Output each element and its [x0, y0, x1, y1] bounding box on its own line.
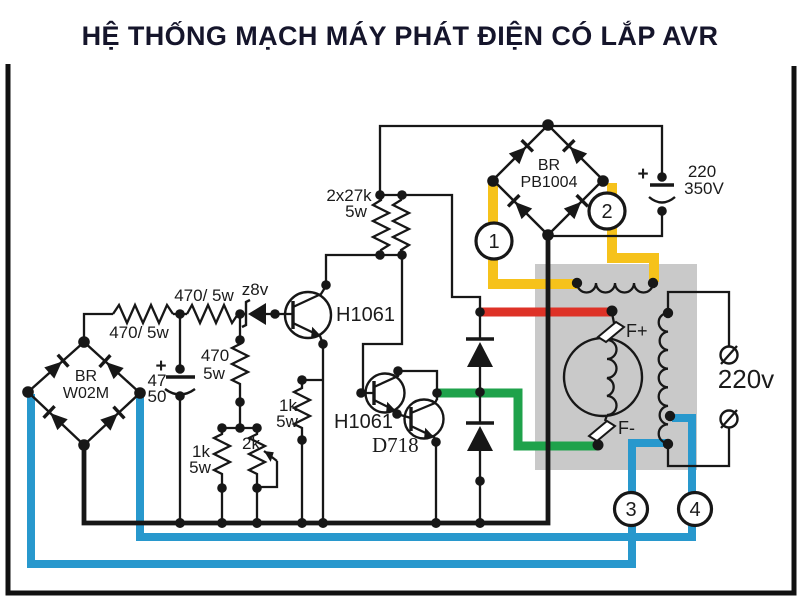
transistor-q2-h1061 [364, 372, 406, 414]
bridge2-label-1: BR [538, 157, 560, 174]
junction-dots [22, 119, 676, 528]
ground-bus [81, 235, 551, 526]
brush-f-minus [587, 419, 617, 443]
freewheel-diode-1 [466, 337, 494, 367]
resistor-27k-a [370, 195, 392, 255]
zener-label: z8v [242, 280, 269, 299]
node-4-label: 4 [689, 499, 700, 521]
q2-label: H1061 [334, 411, 393, 433]
node-markers: 1 2 3 4 [474, 191, 714, 528]
cap1-value-label-1: 47 [148, 371, 167, 390]
resistor-470v-label-1: 470 [201, 346, 229, 365]
q3-label: D718 [372, 433, 419, 457]
page-title: HỆ THỐNG MẠCH MÁY PHÁT ĐIỆN CÓ LẮP AVR [82, 19, 719, 51]
generator-internals [562, 282, 669, 445]
wiper-arrow-icon [264, 451, 274, 462]
resistor-27k-label-2: 5w [345, 202, 367, 221]
freewheel-diode-2 [466, 421, 494, 451]
node-2-label: 2 [601, 201, 612, 223]
cap2-value-label-2: 350V [684, 179, 724, 198]
q1-label: H1061 [336, 304, 395, 326]
phase-terminal-top-icon [719, 345, 739, 365]
node-1-circle [474, 221, 514, 261]
resistor-1k-left-label-1: 1k [192, 442, 210, 461]
stator-coil [657, 311, 669, 445]
transistor-q3-d718 [403, 398, 445, 440]
capacitor-220-350v [648, 183, 676, 204]
resistor-1k-5w-left [211, 428, 233, 523]
resistor-470-5w-2 [185, 302, 239, 326]
blue-wire-1 [27, 394, 668, 568]
resistor-1k-mid-label-1: 1k [279, 396, 297, 415]
resistor-470-2-label: 470/ 5w [174, 286, 234, 305]
output-voltage-label: 220v [718, 364, 774, 394]
exciter-coil [575, 282, 655, 294]
page-border [5, 64, 797, 596]
cap1-plus-label: + [155, 356, 166, 377]
f-plus-label: F+ [626, 321, 648, 341]
node-3-circle [612, 490, 650, 528]
node-4-circle [676, 490, 714, 528]
cap2-plus-label: + [637, 164, 648, 185]
resistor-27k-b [390, 195, 412, 255]
blue-wire-2 [136, 394, 696, 541]
node-1-label: 1 [488, 231, 499, 253]
bridge1-label-2: W02M [63, 385, 109, 402]
rotor-coil [606, 338, 618, 417]
node-3-label: 3 [625, 499, 636, 521]
pot-2k-label: 2k [242, 434, 260, 453]
phase-terminal-bottom-icon [719, 409, 739, 429]
potentiometer-2k [246, 428, 268, 523]
f-minus-label: F- [618, 418, 635, 438]
zener-diode-z8v [241, 298, 266, 329]
cap1-value-label-2: 50 [148, 387, 167, 406]
resistor-1k-left-label-2: 5w [189, 458, 211, 477]
resistor-470-1-label: 470/ 5w [109, 323, 169, 342]
node-2-circle [587, 191, 627, 231]
bridge1-label-1: BR [75, 368, 97, 385]
resistor-1k-mid-label-2: 5w [276, 412, 298, 431]
resistor-470-5w-vert [229, 314, 251, 428]
transistor-q1-h1061 [283, 285, 333, 345]
resistor-470v-label-2: 5w [203, 364, 225, 383]
cap2-value-label-1: 220 [688, 162, 716, 181]
bridge2-label-2: PB1004 [521, 174, 578, 191]
resistor-470-5w-1 [112, 302, 174, 326]
brush-f-plus [596, 320, 626, 344]
resistor-1k-5w-mid [291, 380, 313, 523]
resistor-27k-label-1: 2x27k [326, 186, 372, 205]
